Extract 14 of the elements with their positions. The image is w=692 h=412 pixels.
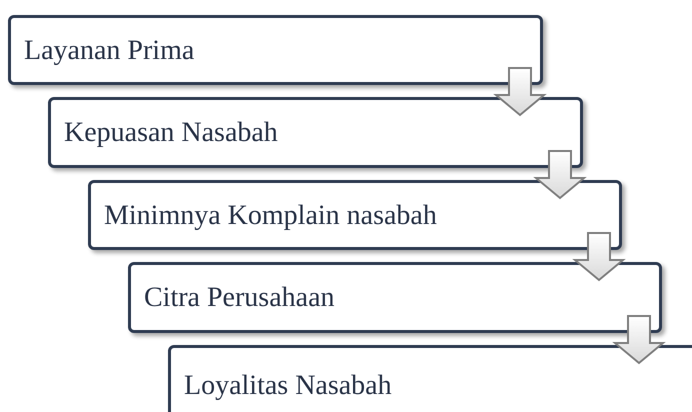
process-box <box>8 15 543 85</box>
box-label: Kepuasan Nasabah <box>64 116 278 150</box>
box-label: Citra Perusahaan <box>144 281 334 315</box>
box-label: Loyalitas Nasabah <box>184 368 392 402</box>
process-box <box>48 97 583 168</box>
down-arrow <box>493 67 547 116</box>
down-arrow <box>572 232 626 282</box>
box-label: Layanan Prima <box>24 34 194 68</box>
down-arrow <box>612 315 666 364</box>
down-arrow <box>533 150 587 200</box>
box-label: Minimnya Komplain nasabah <box>104 198 437 232</box>
process-box <box>88 180 622 250</box>
process-box <box>168 345 692 412</box>
process-box <box>128 262 662 333</box>
